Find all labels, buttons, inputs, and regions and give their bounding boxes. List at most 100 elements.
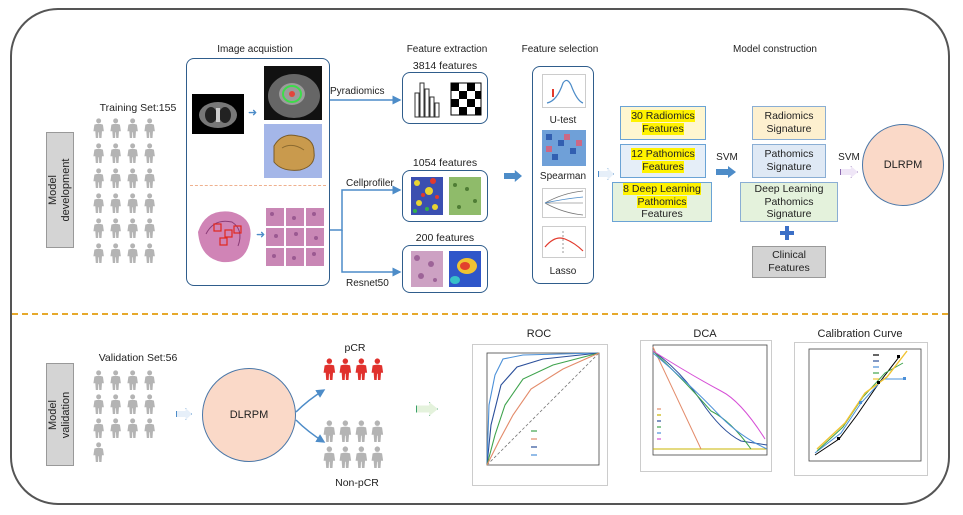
to-selection-arrow-icon — [504, 170, 522, 182]
model-validation-label: Model validation — [46, 391, 72, 438]
person-icon — [354, 358, 369, 386]
ct-zoom-image — [264, 66, 322, 120]
person-icon — [322, 446, 337, 474]
person-icon — [92, 370, 105, 396]
person-icon — [109, 418, 122, 444]
training-set-label: Training Set:155 — [99, 102, 177, 114]
model-development-label-box: Model development — [46, 132, 74, 248]
person-icon — [143, 168, 156, 194]
tumor-3d-render — [264, 124, 322, 178]
selection-step-2: Lasso — [549, 266, 577, 277]
roc-panel — [472, 344, 608, 486]
person-icon — [143, 118, 156, 144]
person-icon — [126, 118, 139, 144]
dca-panel — [640, 340, 772, 472]
svm-arrow-1-icon — [716, 166, 736, 178]
person-icon — [143, 418, 156, 444]
acquisition-separator — [190, 185, 326, 186]
model-validation-label-box: Model validation — [46, 363, 74, 466]
lasso-path-plot — [542, 188, 586, 218]
person-icon — [126, 218, 139, 244]
person-icon — [92, 418, 105, 444]
person-icon — [109, 370, 122, 396]
pathomics-signature-line2: Signature — [766, 161, 812, 173]
pcr-label: pCR — [344, 342, 366, 354]
non-pcr-label: Non-pCR — [335, 477, 379, 489]
person-icon — [109, 118, 122, 144]
pathomics-features-line1: 12 Pathomics — [631, 148, 695, 161]
person-icon — [143, 370, 156, 396]
person-icon — [322, 420, 337, 448]
header-model-construction: Model construction — [733, 44, 817, 55]
person-icon — [354, 420, 369, 448]
resnet50-label: Resnet50 — [346, 278, 389, 289]
radiomics-signature-line2: Signature — [766, 123, 812, 135]
clinical-line1: Clinical — [772, 249, 806, 262]
tile-grid — [266, 208, 324, 266]
person-icon — [322, 358, 337, 386]
person-icon — [92, 243, 105, 269]
person-icon — [126, 243, 139, 269]
person-icon — [354, 446, 369, 474]
outer-frame — [10, 8, 950, 505]
person-icon — [338, 446, 353, 474]
person-icon — [109, 168, 122, 194]
person-icon — [92, 118, 105, 144]
person-icon — [92, 168, 105, 194]
model-development-label: Model development — [46, 158, 72, 222]
outcome-arrows — [295, 389, 326, 443]
deep-features-line3: Features — [641, 208, 683, 221]
cellprofiler-label: Cellprofiler — [346, 178, 394, 189]
radiomics-extraction-box — [402, 72, 488, 124]
ct-arrow-icon: ➜ — [248, 107, 258, 119]
deep-features-line2: Pathomics — [637, 195, 687, 208]
deep-feature-count: 200 features — [415, 232, 475, 244]
radiomics-feature-count: 3814 features — [412, 60, 478, 72]
u-test-plot — [542, 74, 586, 108]
extractor-connectors — [330, 95, 402, 277]
person-icon — [338, 420, 353, 448]
pathomics-features-line2: Features — [642, 161, 684, 173]
spearman-heatmap — [542, 130, 586, 166]
person-icon — [370, 358, 385, 386]
person-icon — [126, 394, 139, 420]
svm-label-1: SVM — [716, 152, 738, 163]
person-icon — [143, 394, 156, 420]
pathomics-feature-count: 1054 features — [412, 157, 478, 169]
pathomics-extraction-box — [402, 170, 488, 222]
person-icon — [109, 218, 122, 244]
header-feature-extraction: Feature extraction — [406, 44, 488, 55]
lasso-cv-plot — [542, 226, 586, 258]
whole-slide-image — [192, 202, 258, 270]
person-icon — [126, 370, 139, 396]
person-icon — [109, 193, 122, 219]
section-divider — [12, 313, 948, 315]
person-icon — [92, 143, 105, 169]
dlrpm-model-circle: DLRPM — [862, 124, 944, 206]
calibration-panel — [794, 342, 928, 476]
radiomics-features-line2: Features — [642, 123, 684, 135]
deep-signature-line3: Signature — [766, 208, 812, 221]
deep-signature-line2: Pathomics — [764, 195, 814, 208]
validation-dlrpm-circle: DLRPM — [202, 368, 296, 462]
person-icon — [109, 243, 122, 269]
header-image-acquisition: Image acquistion — [217, 44, 293, 55]
person-icon — [109, 143, 122, 169]
person-icon — [143, 243, 156, 269]
person-icon — [92, 218, 105, 244]
selection-step-0: U-test — [549, 115, 577, 126]
selection-step-1: Spearman — [539, 171, 587, 182]
person-icon — [92, 442, 105, 468]
svm-label-2: SVM — [838, 152, 860, 163]
validation-set-label: Validation Set:56 — [98, 352, 178, 364]
pyradiomics-label: Pyradiomics — [330, 86, 385, 97]
validation-people-group — [92, 370, 192, 470]
wsi-arrow-icon: ➜ — [256, 229, 266, 241]
plus-icon — [780, 226, 794, 240]
